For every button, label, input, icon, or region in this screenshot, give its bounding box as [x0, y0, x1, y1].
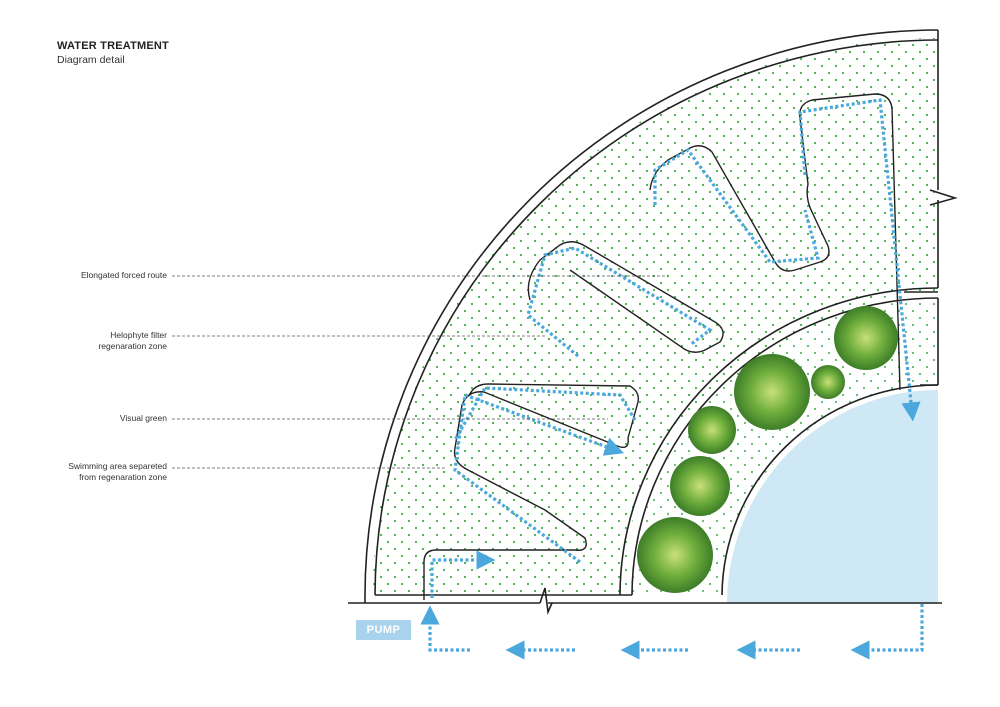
helophyte-filter-zone [373, 38, 938, 595]
leader-lines [172, 275, 668, 469]
flow-route [420, 98, 924, 660]
walls [348, 29, 958, 615]
palm-plants [637, 306, 898, 593]
swimming-pool [727, 390, 938, 604]
page-title: WATER TREATMENT [57, 40, 169, 52]
label-elongated-forced-route: Elongated forced route [80, 270, 167, 280]
pump-label: PUMP [356, 620, 411, 640]
page-subtitle: Diagram detail [57, 54, 125, 66]
label-visual-green: Visual green [119, 413, 167, 423]
